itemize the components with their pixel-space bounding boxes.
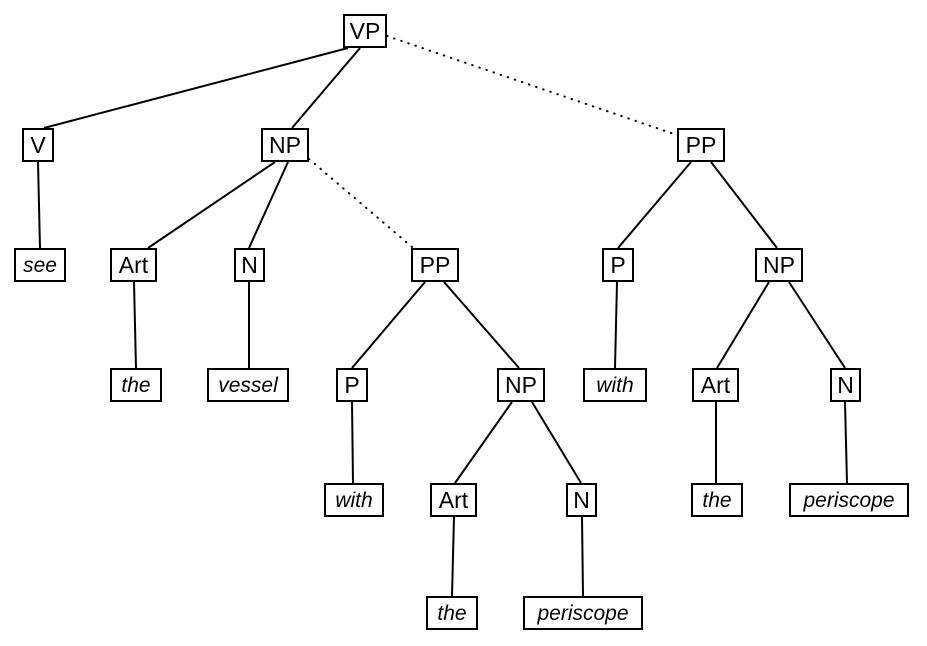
tree-edge-np_mid-to-n_m — [531, 401, 582, 484]
tree-edge-np1-to-pp_mid — [308, 158, 413, 248]
tree-edge-np1-to-n1 — [248, 161, 289, 249]
leaf-node-the1: the — [110, 368, 162, 402]
tree-edge-n_m-to-periscope_m — [581, 516, 584, 597]
tree-edge-p_mid-to-with_m — [351, 401, 354, 484]
category-node-vp: VP — [343, 14, 387, 48]
tree-edge-vp-to-pp_right — [386, 35, 678, 136]
leaf-node-see: see — [14, 248, 66, 282]
category-node-art1: Art — [110, 248, 157, 282]
tree-edge-pp_mid-to-p_mid — [351, 281, 426, 369]
category-node-n_m: N — [566, 483, 597, 517]
tree-edge-vp-to-np1 — [291, 47, 361, 129]
tree-edge-art1-to-the1 — [133, 281, 137, 369]
tree-edge-pp_right-to-np_right — [710, 161, 778, 249]
tree-edge-pp_right-to-p_right — [617, 161, 692, 249]
leaf-node-periscope_m: periscope — [523, 596, 643, 630]
leaf-node-vessel: vessel — [207, 368, 289, 402]
leaf-node-the_r: the — [691, 483, 743, 517]
leaf-node-the_m: the — [426, 596, 478, 630]
category-node-v: V — [22, 128, 54, 162]
leaf-node-with_r: with — [583, 368, 647, 402]
leaf-node-with_m: with — [324, 483, 384, 517]
category-node-pp_mid: PP — [411, 248, 459, 282]
category-node-np1: NP — [261, 128, 309, 162]
tree-edge-np_right-to-art_r — [716, 281, 770, 369]
tree-edge-p_right-to-with_r — [614, 281, 618, 369]
tree-edge-v-to-see — [37, 161, 41, 249]
tree-edge-pp_mid-to-np_mid — [443, 281, 520, 369]
leaf-node-periscope_r: periscope — [789, 483, 909, 517]
category-node-n_r: N — [830, 368, 861, 402]
tree-edge-np_mid-to-art_m — [454, 401, 513, 484]
tree-edge-vp-to-v — [43, 47, 349, 129]
category-node-np_right: NP — [755, 248, 803, 282]
tree-edge-n_r-to-periscope_r — [844, 401, 848, 484]
category-node-n1: N — [234, 248, 265, 282]
category-node-art_m: Art — [430, 483, 477, 517]
category-node-p_mid: P — [336, 368, 368, 402]
tree-edge-np_right-to-n_r — [788, 281, 846, 369]
tree-edge-art_m-to-the_m — [451, 516, 455, 597]
category-node-art_r: Art — [692, 368, 739, 402]
category-node-p_right: P — [602, 248, 634, 282]
category-node-np_mid: NP — [497, 368, 545, 402]
category-node-pp_right: PP — [677, 128, 725, 162]
tree-edge-np1-to-art1 — [147, 161, 276, 249]
